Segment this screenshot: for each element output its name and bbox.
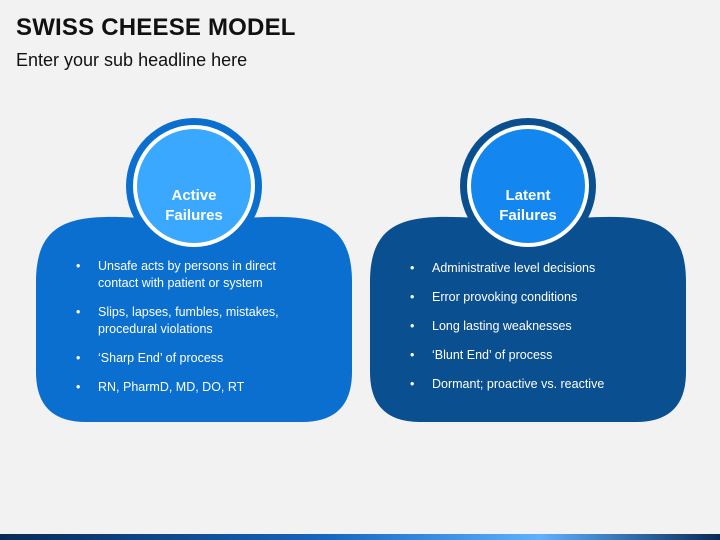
list-item-text: Long lasting weaknesses <box>432 319 572 333</box>
bottom-accent-bar <box>0 534 720 540</box>
bullet-icon: • <box>410 377 415 391</box>
active-heading-circle <box>137 129 251 243</box>
list-item-text: RN, PharmD, MD, DO, RT <box>98 380 245 394</box>
list-item: • Error provoking conditions <box>406 289 656 306</box>
list-item: • ‘Blunt End’ of process <box>406 347 656 364</box>
active-panel-body <box>36 216 352 422</box>
list-item: • Slips, lapses, fumbles, mistakes, proce… <box>72 304 312 338</box>
latent-heading: Latent Failures <box>470 148 586 264</box>
latent-panel-body <box>370 216 686 422</box>
list-item-text: Dormant; proactive vs. reactive <box>432 377 605 391</box>
list-item-text: ‘Blunt End’ of process <box>432 348 553 362</box>
bullet-icon: • <box>410 261 415 275</box>
bullet-icon: • <box>410 348 415 362</box>
bullet-icon: • <box>76 305 81 319</box>
bullet-icon: • <box>410 319 415 333</box>
list-item: • Unsafe acts by persons in direct contac… <box>72 258 312 292</box>
list-item: • ‘Sharp End’ of process <box>72 350 312 367</box>
list-item: • RN, PharmD, MD, DO, RT <box>72 379 312 396</box>
bullet-icon: • <box>76 259 81 273</box>
list-item: • Long lasting weaknesses <box>406 318 656 335</box>
latent-failures-list: • Administrative level decisions • Error p… <box>406 260 656 405</box>
active-failures-panel: Active Failures • Unsafe acts by persons … <box>36 118 352 422</box>
list-item-text: ‘Sharp End’ of process <box>98 351 224 365</box>
active-panel-shape <box>36 118 352 422</box>
page-title: SWISS CHEESE MODEL <box>16 14 296 41</box>
list-item: • Dormant; proactive vs. reactive <box>406 376 656 393</box>
active-heading: Active Failures <box>136 148 252 264</box>
bullet-icon: • <box>410 290 415 304</box>
list-item: • Administrative level decisions <box>406 260 656 277</box>
list-item-text: Slips, lapses, fumbles, mistakes, proced… <box>98 305 279 336</box>
active-heading-line2: Failures <box>165 207 223 224</box>
bullet-icon: • <box>76 380 81 394</box>
latent-heading-circle <box>471 129 585 243</box>
bullet-icon: • <box>76 351 81 365</box>
active-heading-line1: Active <box>171 187 217 204</box>
page-subtitle: Enter your sub headline here <box>16 50 248 70</box>
list-item-text: Unsafe acts by persons in direct contact… <box>98 259 276 290</box>
active-failures-list: • Unsafe acts by persons in direct contac… <box>72 258 312 408</box>
latent-heading-line2: Failures <box>499 207 557 224</box>
latent-failures-panel: Latent Failures • Administrative level de… <box>370 118 686 422</box>
list-item-text: Error provoking conditions <box>432 290 578 304</box>
list-item-text: Administrative level decisions <box>432 261 596 275</box>
latent-heading-line1: Latent <box>505 187 551 204</box>
latent-panel-shape <box>370 118 686 422</box>
